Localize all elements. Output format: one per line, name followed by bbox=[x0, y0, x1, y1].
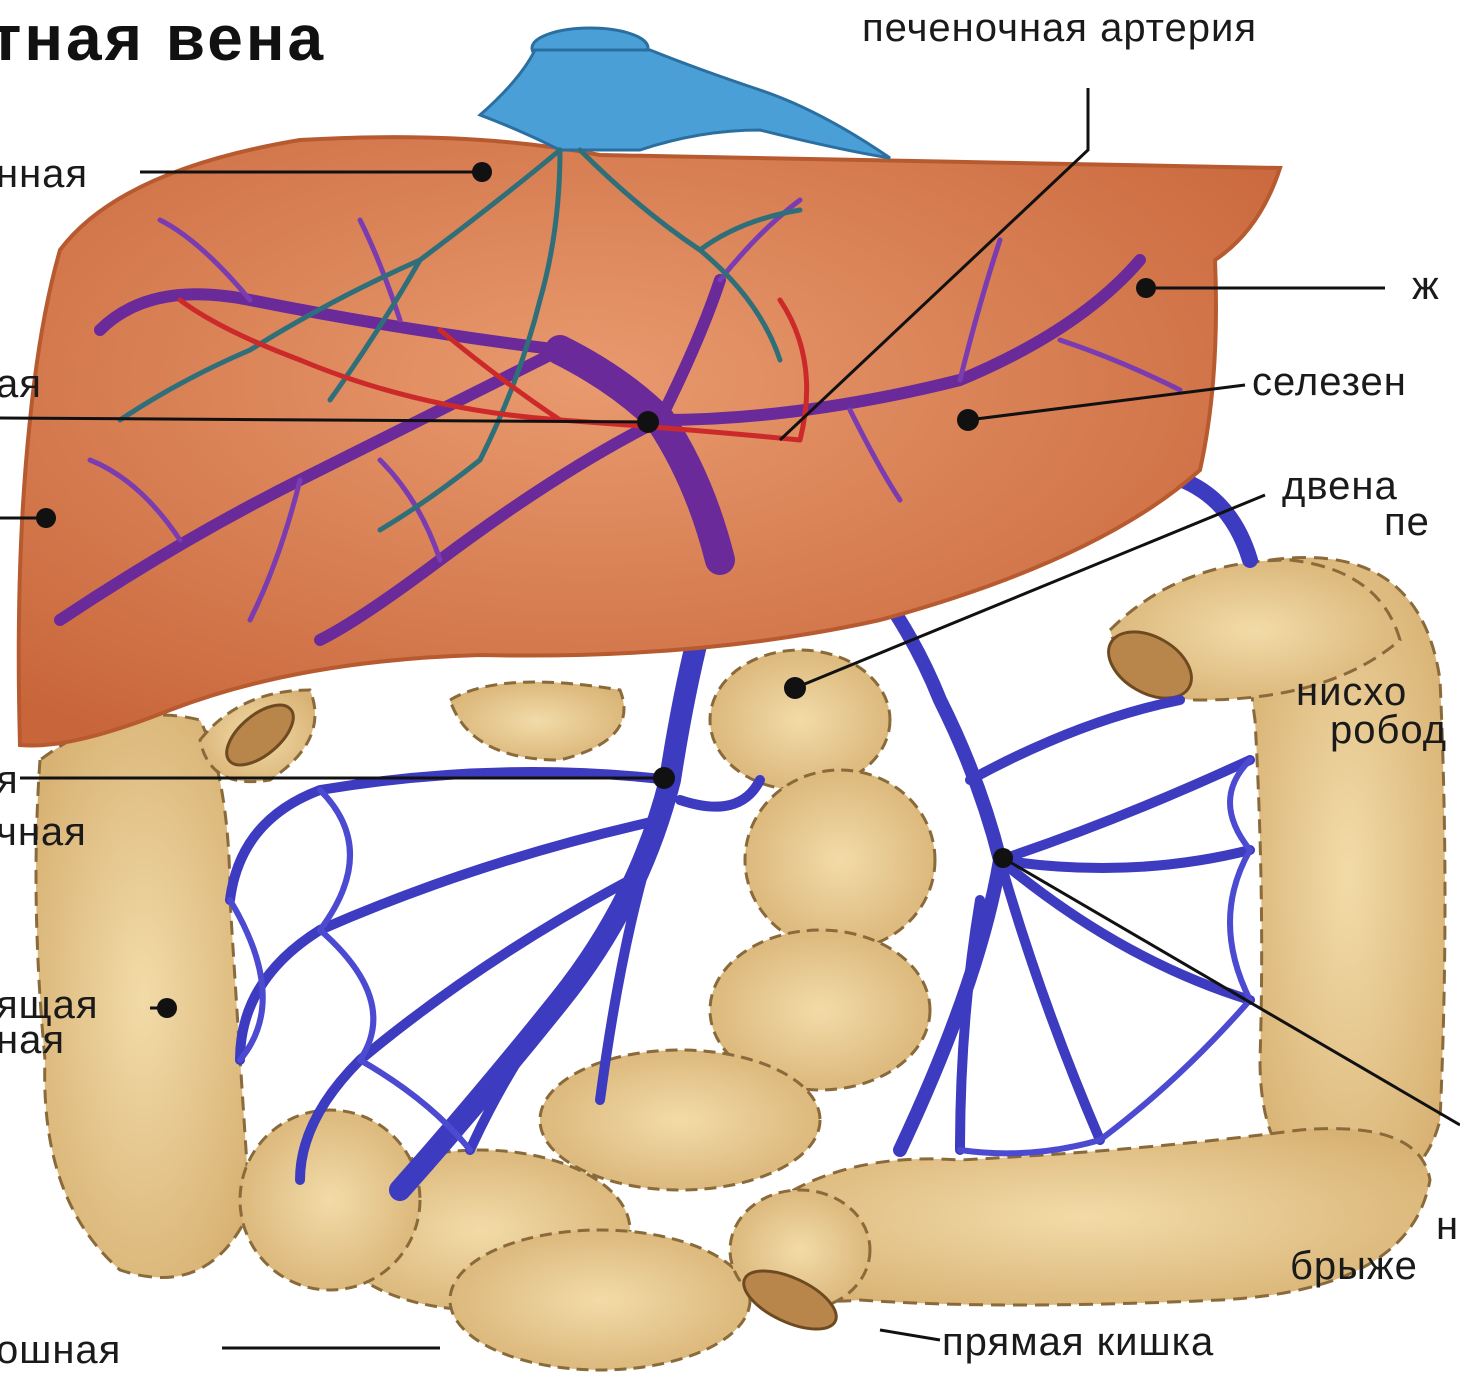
label-rectum: прямая кишка bbox=[942, 1322, 1214, 1362]
vein-branch bbox=[970, 700, 1180, 780]
vein-arcade bbox=[1100, 1000, 1250, 1140]
intestine-loop bbox=[710, 650, 890, 790]
small-intestine bbox=[200, 650, 935, 1370]
leader-dot bbox=[637, 411, 659, 433]
intestine-loop bbox=[450, 1230, 750, 1370]
label-duodenum-1: двена bbox=[1282, 466, 1398, 506]
leader-dot bbox=[957, 409, 979, 431]
vein-branch bbox=[960, 900, 980, 1150]
vein-arcade bbox=[320, 790, 350, 930]
label-descending-colon-1: нисхо bbox=[1296, 672, 1407, 712]
vein-branch bbox=[1000, 850, 1250, 868]
leader-dot bbox=[36, 508, 56, 528]
vein-arcade bbox=[1230, 760, 1250, 850]
diagram-title: тная вена bbox=[0, 6, 326, 70]
label-sup-mesenteric-1: я bbox=[0, 760, 19, 800]
inferior-vena-cava bbox=[480, 28, 890, 158]
leader-dot bbox=[993, 848, 1013, 868]
liver bbox=[19, 137, 1280, 745]
duodenum-segment bbox=[450, 682, 624, 760]
leader-dot bbox=[157, 998, 177, 1018]
intestine-loop bbox=[745, 770, 935, 950]
label-hepatic-vein: нная bbox=[0, 154, 88, 194]
label-bottom-left: ошная bbox=[0, 1330, 121, 1370]
intestine-loop bbox=[240, 1110, 420, 1290]
label-liver: ж bbox=[1412, 266, 1440, 306]
vein-branch bbox=[680, 780, 760, 807]
vein-arcade bbox=[320, 930, 373, 1060]
intestine-loop bbox=[540, 1050, 820, 1190]
label-splenic: селезен bbox=[1252, 362, 1407, 402]
label-inf-mesenteric-1: н bbox=[1436, 1206, 1459, 1246]
leader-dot bbox=[1136, 278, 1156, 298]
label-sup-mesenteric-2: чная bbox=[0, 812, 87, 852]
vein-arcade bbox=[1230, 850, 1250, 1000]
label-inf-mesenteric-2: брыже bbox=[1290, 1246, 1418, 1286]
leader-rectum bbox=[880, 1330, 940, 1340]
leader-dot bbox=[472, 162, 492, 182]
label-portal: ая bbox=[0, 364, 42, 404]
label-ascending-2: ная bbox=[0, 1020, 65, 1060]
leader-dot bbox=[784, 677, 806, 699]
vein-branch bbox=[1000, 760, 1250, 860]
label-descending-colon-2: робод bbox=[1330, 710, 1447, 750]
label-hepatic-artery: печеночная артерия bbox=[862, 8, 1257, 48]
label-duodenum-2: пе bbox=[1384, 502, 1430, 542]
leader-dot bbox=[653, 767, 675, 789]
vena-cava-body bbox=[480, 50, 890, 158]
